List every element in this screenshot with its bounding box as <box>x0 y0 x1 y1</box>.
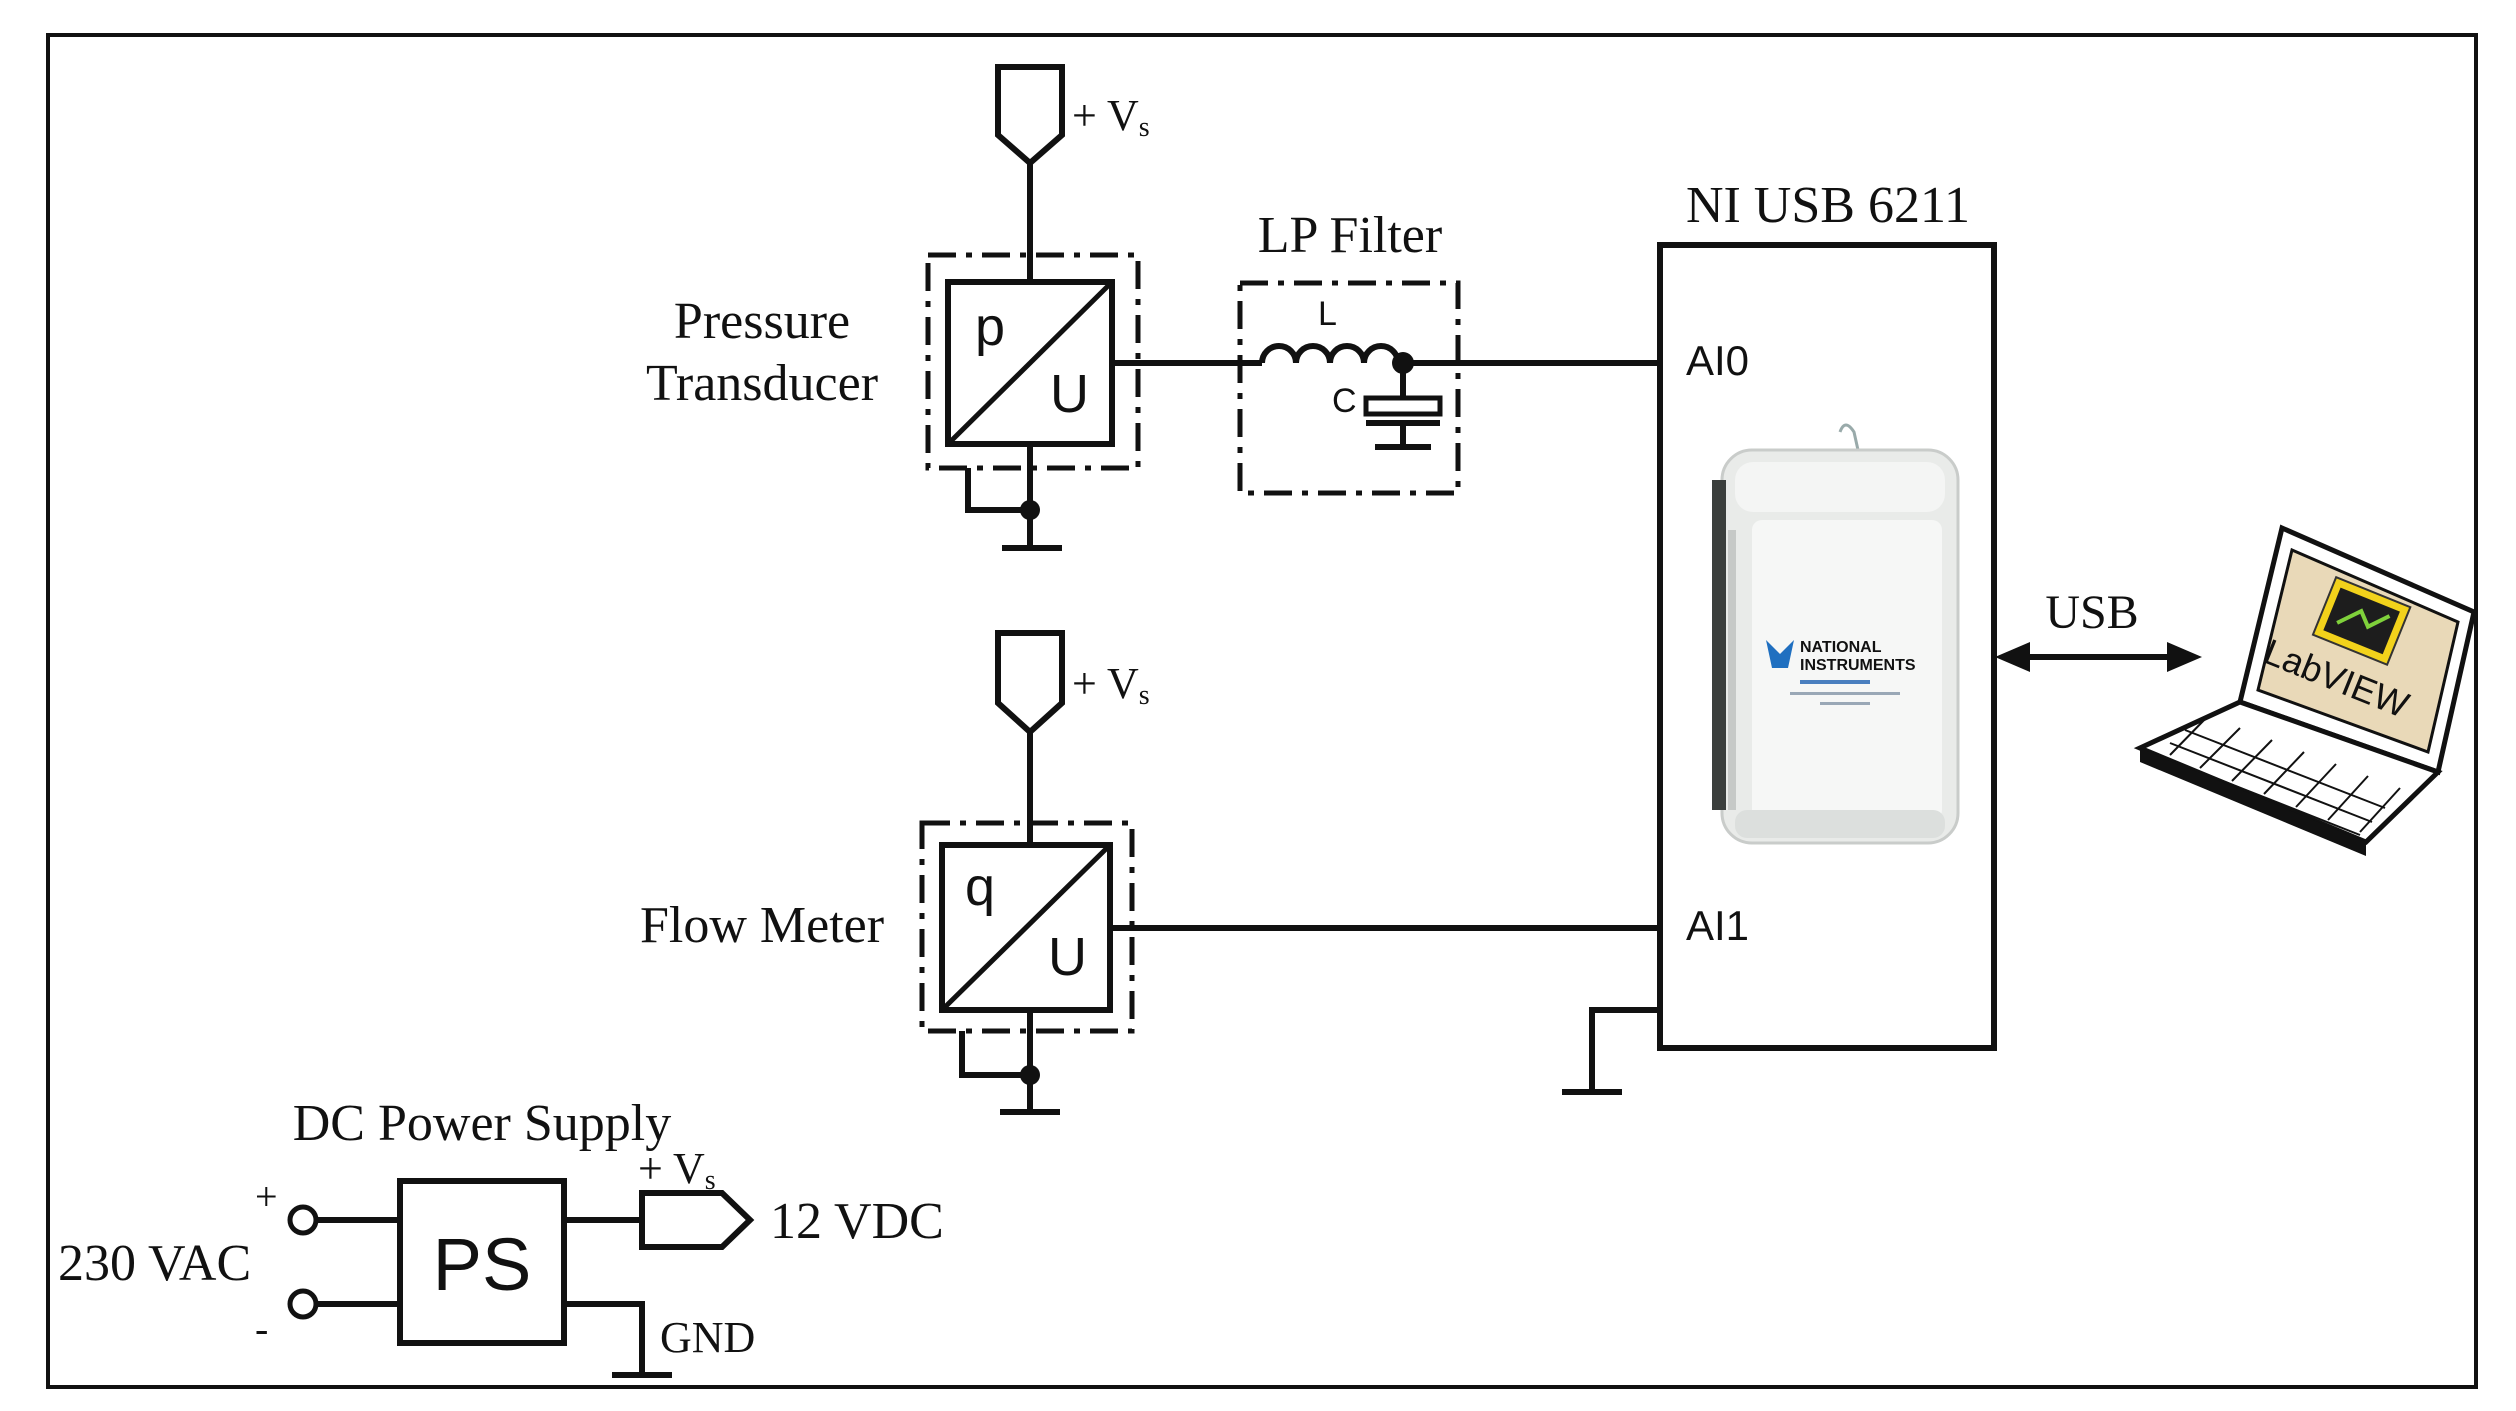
lp-filter-label: LP Filter <box>1258 207 1442 264</box>
plus-sign: + <box>255 1174 278 1219</box>
svg-text:+ Vs: + Vs <box>1072 659 1150 711</box>
supply-terminal-top <box>995 64 1065 167</box>
minus-sign: - <box>255 1306 268 1351</box>
svg-text:+ Vs: + Vs <box>1072 91 1150 143</box>
lp-filter: LP Filter L C <box>1112 207 1660 496</box>
usb-label: USB <box>2045 586 2138 639</box>
dc-power-supply: DC Power Supply PS + - 230 VAC + Vs 12 V… <box>58 1095 944 1378</box>
ai1-label: AI1 <box>1686 902 1749 949</box>
vs-sub-ps: s <box>705 1165 716 1196</box>
supply-terminal-ps <box>639 1190 755 1250</box>
inductor-label: L <box>1318 295 1337 333</box>
svg-text:+ Vs: + Vs <box>638 1144 716 1196</box>
pressure-input-symbol: p <box>975 297 1005 357</box>
gnd-label: GND <box>660 1313 755 1362</box>
pressure-output-symbol: U <box>1050 364 1089 424</box>
laptop-icon: LabVIEW <box>2133 524 2477 856</box>
vs-label-top: + V <box>1072 91 1139 140</box>
usb-arrow-left-icon <box>1995 642 2030 672</box>
inductor-symbol <box>1259 343 1401 364</box>
flow-meter: + Vs q U Flow Meter <box>640 630 1660 1115</box>
ni-usb-6211: NI USB 6211 AI0 AI1 NATIONAL INSTRUMENTS <box>1562 177 1997 1095</box>
usb-arrow-right-icon <box>2167 642 2202 672</box>
daq-title: NI USB 6211 <box>1686 177 1970 234</box>
vac-label: 230 VAC <box>58 1235 251 1292</box>
flow-input-symbol: q <box>965 857 995 917</box>
ps-box <box>397 1178 567 1346</box>
vdc-label: 12 VDC <box>770 1193 944 1250</box>
daq-device-photo: NATIONAL INSTRUMENTS <box>1712 423 1960 845</box>
ni-logo-icon <box>1766 640 1794 668</box>
ai0-label: AI0 <box>1686 337 1749 384</box>
ps-box-label: PS <box>433 1223 532 1306</box>
vs-sub-mid: s <box>1139 680 1150 711</box>
filter-enclosure <box>1237 280 1461 496</box>
flow-output-symbol: U <box>1048 927 1087 987</box>
ni-brand-line2: INSTRUMENTS <box>1800 657 1916 674</box>
vs-label-ps: + V <box>638 1144 705 1193</box>
pressure-label-line1: Pressure <box>674 293 850 350</box>
pressure-label-line2: Transducer <box>646 355 878 412</box>
capacitor-symbol <box>1363 395 1443 417</box>
capacitor-label: C <box>1332 382 1357 420</box>
flow-meter-label: Flow Meter <box>640 897 884 954</box>
diagram-frame <box>46 33 2478 1389</box>
pressure-transducer: + Vs p U Pressure Transducer <box>646 64 1150 551</box>
vs-label-mid: + V <box>1072 659 1139 708</box>
ac-terminal-plus <box>287 1204 319 1236</box>
vs-sub-top: s <box>1139 112 1150 143</box>
ni-brand-line1: NATIONAL <box>1800 639 1882 656</box>
ac-terminal-minus <box>287 1288 319 1320</box>
ps-title: DC Power Supply <box>293 1095 671 1152</box>
supply-terminal-mid <box>995 630 1065 737</box>
usb-link: USB <box>1995 586 2202 672</box>
